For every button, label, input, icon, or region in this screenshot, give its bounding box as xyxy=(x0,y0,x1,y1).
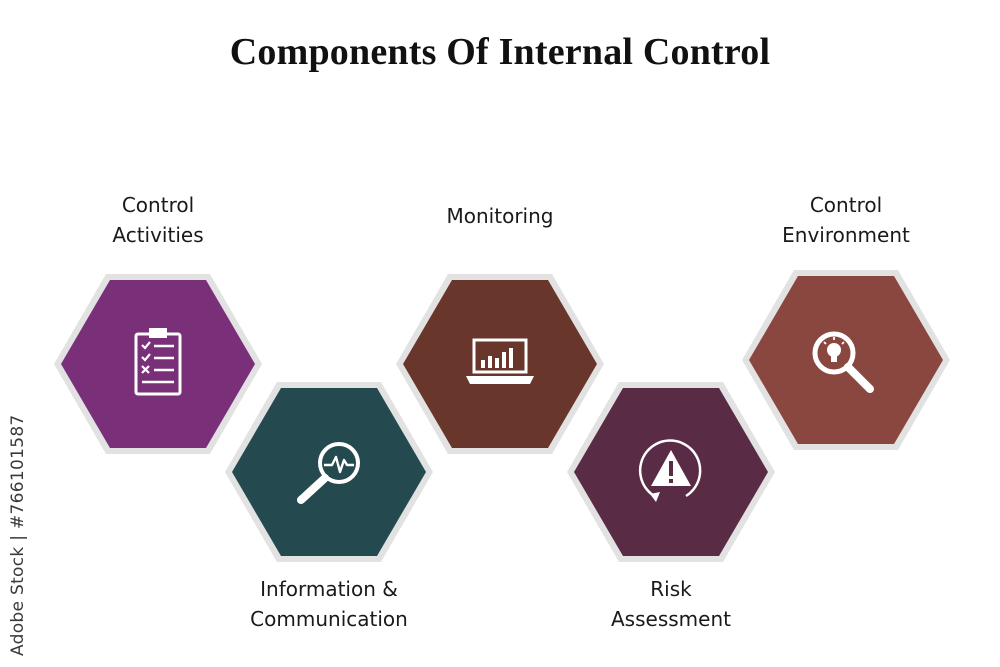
hexagon-fill xyxy=(61,280,255,448)
clipboard-checklist-icon xyxy=(134,328,182,396)
label-information-communication: Information & Communication xyxy=(209,574,449,634)
label-line: Communication xyxy=(250,607,408,631)
hexagon-fill xyxy=(749,276,943,444)
label-line: Information & xyxy=(260,577,398,601)
label-line: Control xyxy=(809,193,883,217)
label-line: Activities xyxy=(112,223,204,247)
laptop-chart-icon xyxy=(466,338,534,384)
hexagon-control-activities xyxy=(54,274,262,454)
label-line: Risk xyxy=(650,577,692,601)
hexagon-information-communication xyxy=(225,382,433,562)
hexagon-control-environment xyxy=(742,270,950,450)
warning-cycle-icon xyxy=(638,439,702,502)
magnifier-lightbulb-icon xyxy=(812,331,874,393)
hexagon-fill xyxy=(403,280,597,448)
label-risk-assessment: Risk Assessment xyxy=(551,574,791,634)
magnifier-pulse-icon xyxy=(297,442,360,504)
hexagon-risk-assessment xyxy=(567,382,775,562)
label-line: Environment xyxy=(782,223,910,247)
label-monitoring: Monitoring xyxy=(380,201,620,231)
label-line: Control xyxy=(121,193,195,217)
hexagon-monitoring xyxy=(396,274,604,454)
label-control-activities: Control Activities xyxy=(38,190,278,250)
label-line: Assessment xyxy=(611,607,731,631)
page-title: Components Of Internal Control xyxy=(229,31,771,73)
label-control-environment: Control Environment xyxy=(726,190,966,250)
stock-watermark: Adobe Stock | #766101587 xyxy=(8,414,28,656)
hexagon-fill xyxy=(232,388,426,556)
label-line: Monitoring xyxy=(446,204,554,228)
